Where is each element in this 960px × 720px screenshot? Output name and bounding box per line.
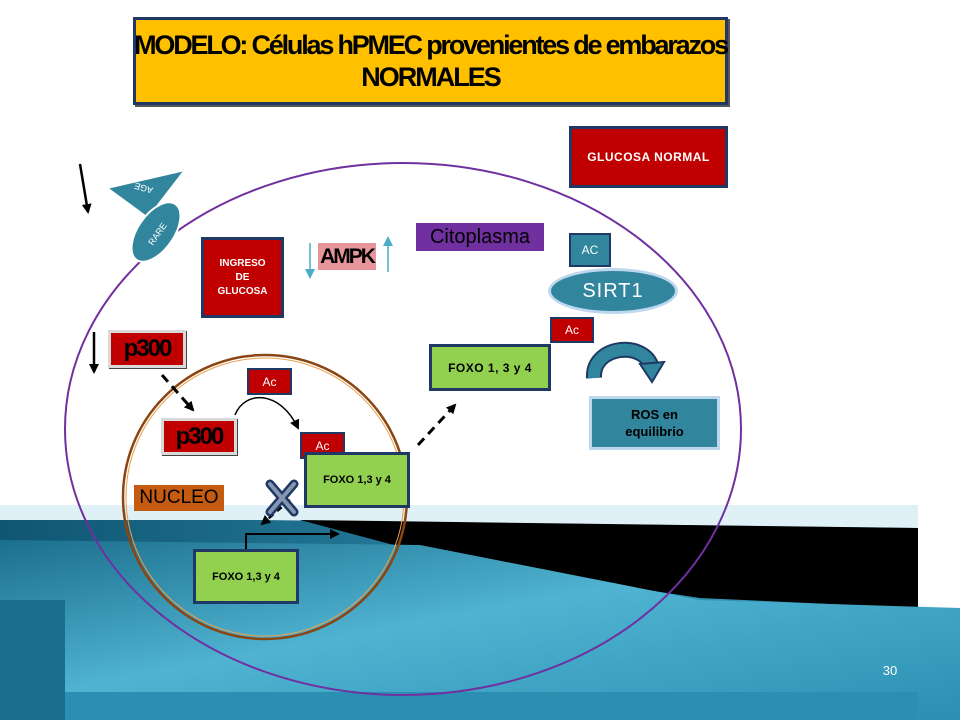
p300-outer-box: p300 [108, 330, 186, 368]
title-line1: MODELO: Células hPMEC provenientes de em… [134, 30, 729, 60]
p300-outer-label: p300 [123, 335, 173, 362]
age-receptor-icon [104, 168, 188, 220]
p300-nucleus-box: p300 [161, 418, 237, 455]
ingreso-line2: DE [235, 271, 250, 283]
ampk-box: AMPK [318, 243, 376, 270]
curved-arrow-acetylation [234, 396, 300, 430]
down-arrow-left-top [78, 163, 92, 214]
ingreso-line3: GLUCOSA [217, 285, 268, 297]
citoplasma-label: Citoplasma [429, 225, 531, 248]
nucleo-label-box: NUCLEO [134, 485, 224, 511]
curved-arrow-ros-icon [586, 341, 666, 384]
ac-sirt-top-box: AC [569, 233, 611, 267]
foxo-nucleus-lower-label: FOXO 1,3 y 4 [212, 570, 280, 583]
block-x-icon [265, 479, 299, 517]
ac-nucleus-label: Ac [262, 374, 277, 389]
ac-foxo-label: Ac [315, 438, 330, 453]
title-line2: NORMALES [361, 62, 501, 92]
ingreso-line1: INGRESO [219, 257, 266, 269]
ac-sirt-top-label: AC [581, 243, 599, 257]
glucosa-normal-label: GLUCOSA NORMAL [587, 150, 710, 164]
title-box: MODELO: Células hPMEC provenientes de em… [133, 17, 729, 105]
ac-nucleus-box: Ac [247, 368, 292, 395]
citoplasma-label-box: Citoplasma [416, 223, 544, 251]
ros-box: ROS en equilibrio [589, 396, 720, 450]
transcription-arrow [245, 529, 340, 549]
glucosa-normal-box: GLUCOSA NORMAL [569, 126, 728, 188]
foxo-cytoplasm-label: FOXO 1, 3 y 4 [448, 360, 532, 375]
ros-line1: ROS en [631, 407, 678, 422]
slide-number: 30 [882, 663, 898, 678]
rare-receptor-icon [130, 201, 182, 263]
sirt1-ellipse: SIRT1 [548, 268, 678, 314]
ac-sirt-box: Ac [550, 317, 594, 343]
dashed-arrow-foxo-export [416, 403, 457, 447]
ampk-label: AMPK [320, 244, 376, 268]
foxo-nucleus-lower-box: FOXO 1,3 y 4 [193, 549, 299, 604]
ingreso-glucosa-box: INGRESO DE GLUCOSA [201, 237, 284, 318]
foxo-nucleus-upper-box: FOXO 1,3 y 4 [304, 452, 410, 508]
sirt1-label: SIRT1 [582, 279, 644, 302]
foxo-nucleus-upper-label: FOXO 1,3 y 4 [323, 474, 391, 486]
nucleo-label: NUCLEO [139, 487, 219, 508]
foxo-cytoplasm-box: FOXO 1, 3 y 4 [429, 344, 551, 391]
ac-sirt-label: Ac [564, 323, 579, 337]
cell-membrane [64, 162, 742, 696]
p300-nucleus-label: p300 [175, 422, 225, 450]
dashed-arrow-p300-migrate [160, 374, 195, 412]
ros-line2: equilibrio [625, 424, 684, 439]
